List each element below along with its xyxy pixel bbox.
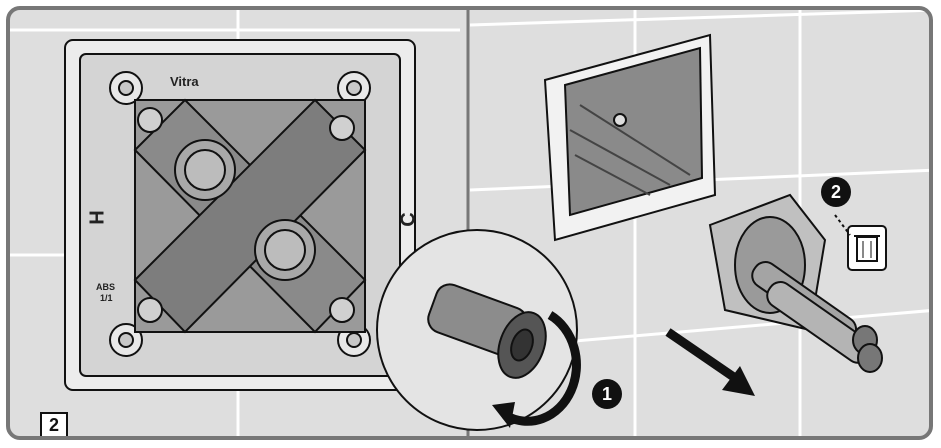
cold-side-label: C xyxy=(397,212,420,227)
removed-body xyxy=(708,193,883,373)
material-label-line2: 1/1 xyxy=(100,293,113,303)
zoom-detail xyxy=(376,229,578,431)
rotation-arrow-icon xyxy=(502,311,581,426)
removal-arrow-head xyxy=(722,366,755,396)
callout-2: 2 xyxy=(821,177,851,207)
wall-opening xyxy=(543,33,717,242)
step-number-box: 2 xyxy=(40,412,68,436)
rotation-arrow-head xyxy=(492,402,515,428)
hot-side-label: H xyxy=(84,210,107,225)
brand-label: Vitra xyxy=(170,74,199,89)
illustration xyxy=(10,10,929,436)
protective-plug-plate xyxy=(133,98,367,334)
callout-1: 1 xyxy=(592,379,622,409)
leader-line xyxy=(834,214,851,236)
removal-arrow-icon xyxy=(665,328,741,384)
material-label-line1: ABS xyxy=(96,282,116,292)
instruction-frame: Vitra H C ABS 1/1 2 1 2 xyxy=(6,6,933,440)
recycle-bin-icon xyxy=(847,225,887,271)
